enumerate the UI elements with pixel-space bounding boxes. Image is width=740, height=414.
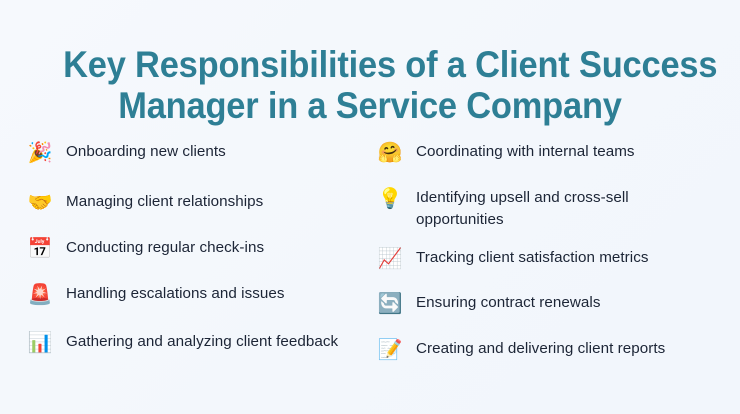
responsibilities-column-left: 🎉 Onboarding new clients 🤝 Managing clie… [0, 141, 372, 355]
list-item-label: Creating and delivering client reports [416, 340, 666, 357]
responsibilities-list: 🎉 Onboarding new clients 🤝 Managing clie… [0, 141, 740, 403]
list-item-label: Onboarding new clients [66, 143, 226, 160]
list-item-label: Handling escalations and issues [66, 285, 285, 302]
handshake-icon: 🤝 [27, 190, 53, 214]
list-item-label: Conducting regular check-ins [66, 239, 265, 256]
calendar-icon: 📅 [27, 236, 53, 260]
list-item: 🤗 Coordinating with internal teams [377, 141, 740, 165]
hugging-face-icon: 🤗 [377, 140, 403, 164]
party-popper-icon: 🎉 [27, 140, 53, 164]
list-item-label: Coordinating with internal teams [416, 143, 635, 160]
page-title-line-2: Manager in a Service Company [118, 85, 622, 126]
list-item-label: Managing client relationships [66, 193, 264, 210]
list-item: 📅 Conducting regular check-ins [27, 237, 372, 261]
list-item: 📈 Tracking client satisfaction metrics [377, 247, 740, 271]
list-item-label: Identifying upsell and cross-sell opport… [416, 189, 629, 228]
bar-chart-icon: 📊 [27, 330, 53, 354]
rotating-light-icon: 🚨 [27, 282, 53, 306]
list-item: 🔄 Ensuring contract renewals [377, 292, 740, 316]
list-item: 📝 Creating and delivering client reports [377, 338, 740, 362]
chart-increasing-icon: 📈 [377, 246, 403, 270]
list-item: 💡 Identifying upsell and cross-sell oppo… [377, 187, 740, 231]
page-title-line-1: Key Responsibilities of a Client Success [63, 44, 718, 85]
list-item: 🤝 Managing client relationships [27, 191, 372, 215]
light-bulb-icon: 💡 [377, 186, 403, 210]
memo-icon: 📝 [377, 337, 403, 361]
list-item: 🚨 Handling escalations and issues [27, 283, 372, 307]
list-item-label: Gathering and analyzing client feedback [66, 333, 339, 350]
list-item: 🎉 Onboarding new clients [27, 141, 372, 165]
list-item-label: Tracking client satisfaction metrics [416, 249, 649, 266]
page-title: Key Responsibilities of a Client Success… [40, 44, 718, 126]
arrows-counterclockwise-icon: 🔄 [377, 291, 403, 315]
list-item-label: Ensuring contract renewals [416, 294, 601, 311]
responsibilities-column-right: 🤗 Coordinating with internal teams 💡 Ide… [372, 141, 740, 362]
list-item: 📊 Gathering and analyzing client feedbac… [27, 331, 372, 355]
